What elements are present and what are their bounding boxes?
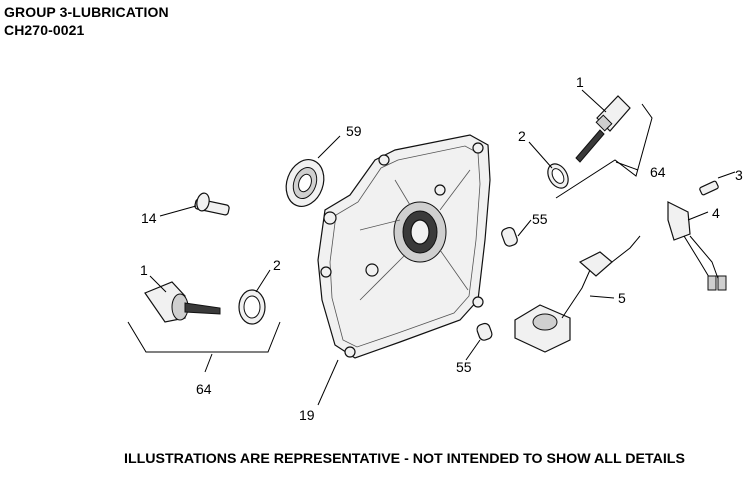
- group-title: GROUP 3-LUBRICATION: [4, 4, 169, 20]
- leader-lines: [127, 89, 736, 406]
- o-ring-left-part[interactable]: [238, 289, 266, 325]
- oil-switch-part[interactable]: [514, 235, 641, 353]
- callout-1-top: 1: [576, 74, 584, 90]
- callout-55-bottom: 55: [456, 359, 472, 375]
- oil-seal-part[interactable]: [280, 154, 330, 211]
- crankcase-cover-part[interactable]: [317, 134, 491, 359]
- callout-4: 4: [712, 205, 720, 221]
- dipstick-top-part[interactable]: [575, 95, 631, 163]
- oil-sensor-bolt-part[interactable]: [699, 180, 719, 196]
- callout-64-top: 64: [650, 164, 666, 180]
- callout-14: 14: [141, 210, 157, 226]
- bolt-part[interactable]: [194, 192, 230, 216]
- o-ring-top-part[interactable]: [544, 160, 573, 192]
- callout-1-left: 1: [140, 262, 148, 278]
- callout-2-top: 2: [518, 128, 526, 144]
- dipstick-left-part[interactable]: [144, 281, 221, 323]
- diagram-code: CH270-0021: [4, 22, 85, 38]
- callout-3: 3: [735, 167, 743, 183]
- callout-59: 59: [346, 123, 362, 139]
- oil-sentry-module-part[interactable]: [667, 201, 727, 291]
- callout-5: 5: [618, 290, 626, 306]
- callout-55-top: 55: [532, 211, 548, 227]
- callout-64-left: 64: [196, 381, 212, 397]
- dowel-pin-bottom-part[interactable]: [476, 322, 494, 341]
- callout-19: 19: [299, 407, 315, 423]
- dowel-pin-top-part[interactable]: [500, 226, 518, 247]
- callout-2-left: 2: [273, 257, 281, 273]
- disclaimer-note: ILLUSTRATIONS ARE REPRESENTATIVE - NOT I…: [124, 451, 685, 467]
